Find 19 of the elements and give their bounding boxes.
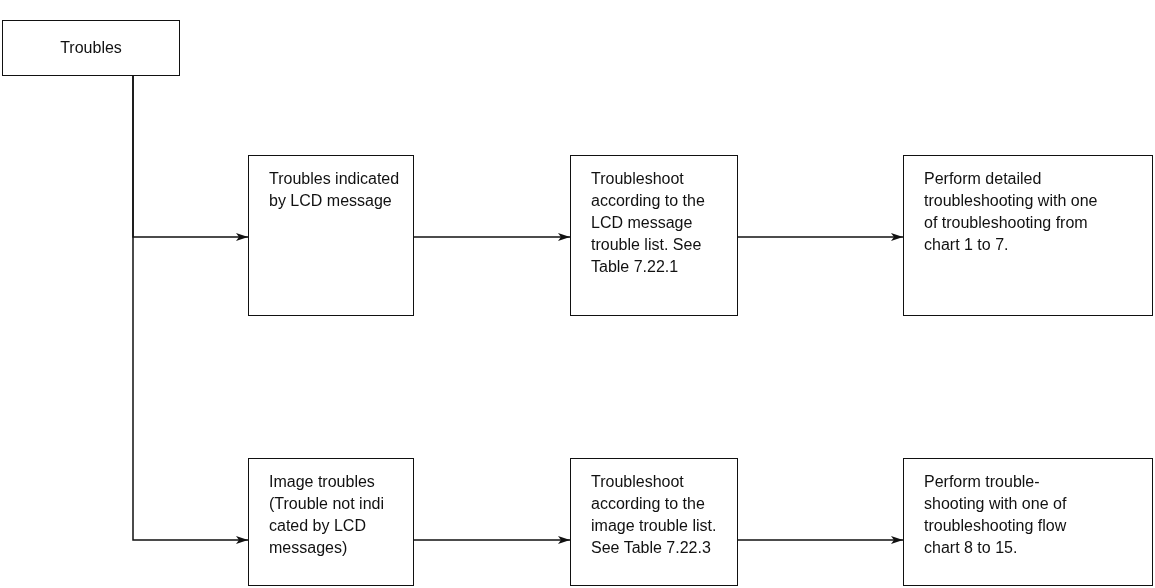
arrow: [737, 233, 904, 241]
process-box: [248, 458, 414, 586]
process-box: [903, 458, 1153, 586]
arrow: [413, 536, 571, 544]
process-box: [2, 20, 180, 76]
box-text: Troubleshoot according to the image trouble list. See Table 7.22.3: [591, 472, 718, 558]
arrow: [132, 75, 249, 544]
process-box: [903, 155, 1153, 316]
arrow: [737, 536, 904, 544]
process-box: [570, 458, 738, 586]
process-box: [570, 155, 738, 316]
box-text: Troubles: [60, 38, 122, 58]
box-text: Troubleshoot according to the LCD message trouble list. See Table 7.22.1: [591, 169, 706, 277]
box-text: Image troubles (Trouble not indi cated by LCD messages): [269, 472, 386, 558]
process-box: [248, 155, 414, 316]
box-text: Perform trouble- shooting with one of troubleshooting flow chart 8 to 15.: [924, 472, 1068, 558]
box-text: Troubles indicated by LCD message: [269, 169, 401, 211]
box-text: Perform detailed troubleshooting with one of troubleshooting from chart 1 to 7.: [924, 169, 1099, 255]
arrow: [413, 233, 571, 241]
